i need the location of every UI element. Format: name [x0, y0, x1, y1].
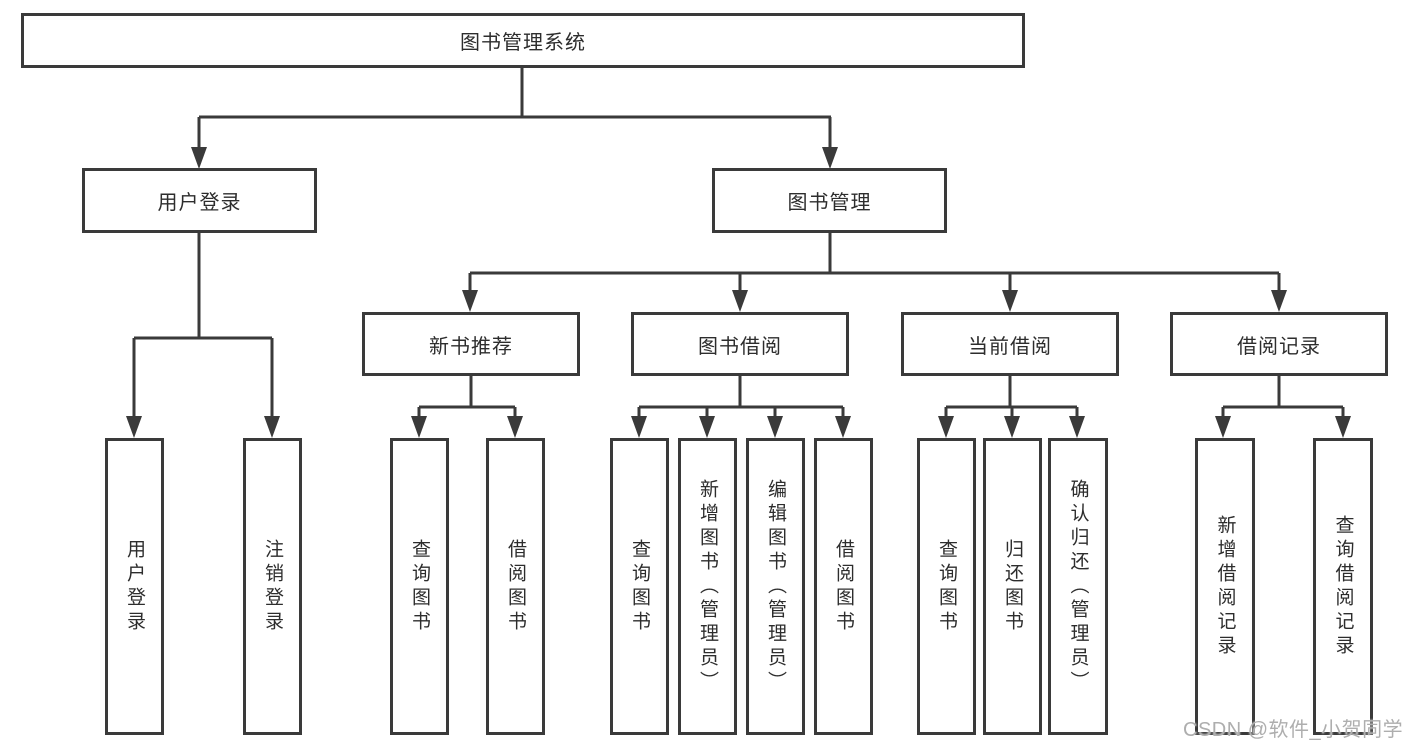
- node-leaf-query-books-2: 查询图书: [610, 438, 669, 735]
- node-label: 借阅记录: [1237, 335, 1321, 358]
- edge-current-borrow-to-leaves: [938, 376, 1085, 438]
- node-leaf-confirm-return-admin: 确认归还（管理员）: [1048, 438, 1108, 735]
- arrowhead-icon: [191, 147, 838, 169]
- node-label: 新书推荐: [429, 335, 513, 358]
- node-label: 注销登录: [262, 538, 283, 635]
- node-user-login-module: 用户登录: [82, 168, 317, 233]
- node-leaf-query-books-3: 查询图书: [917, 438, 976, 735]
- node-leaf-add-books-admin: 新增图书（管理员）: [678, 438, 737, 735]
- node-leaf-query-borrow-record: 查询借阅记录: [1313, 438, 1373, 735]
- node-label: 归还图书: [1002, 538, 1023, 635]
- node-leaf-query-books-1: 查询图书: [390, 438, 449, 735]
- node-label: 新增借阅记录: [1214, 514, 1236, 659]
- node-label: 图书管理: [787, 192, 872, 214]
- node-label: 确认归还（管理员）: [1067, 478, 1089, 695]
- arrowhead-icon: [938, 416, 1085, 438]
- node-borrowing-records: 借阅记录: [1170, 312, 1388, 376]
- node-leaf-return-books: 归还图书: [983, 438, 1042, 735]
- node-leaf-add-borrow-record: 新增借阅记录: [1195, 438, 1255, 735]
- edge-user-login-to-leaves: [126, 233, 280, 438]
- node-label: 查询图书: [409, 538, 430, 635]
- node-label: 借阅图书: [505, 538, 526, 635]
- node-book-borrowing: 图书借阅: [631, 312, 849, 376]
- edge-root-to-level2: [191, 68, 838, 169]
- node-label: 新增图书（管理员）: [697, 478, 718, 695]
- arrowhead-icon: [631, 416, 851, 438]
- node-root-system: 图书管理系统: [21, 13, 1025, 68]
- node-label: 图书借阅: [698, 335, 782, 358]
- node-leaf-edit-books-admin: 编辑图书（管理员）: [746, 438, 805, 735]
- node-label: 查询借阅记录: [1332, 514, 1354, 659]
- edge-borrow-records-to-leaves: [1215, 376, 1351, 438]
- node-leaf-borrow-books-2: 借阅图书: [814, 438, 873, 735]
- node-label: 编辑图书（管理员）: [765, 478, 786, 695]
- node-new-book-recommend: 新书推荐: [362, 312, 580, 376]
- edge-book-borrow-to-leaves: [631, 376, 851, 438]
- arrowhead-icon: [411, 416, 523, 438]
- node-label: 查询图书: [936, 538, 957, 635]
- node-leaf-logout: 注销登录: [243, 438, 302, 735]
- node-label: 用户登录: [157, 192, 242, 214]
- arrowhead-icon: [126, 416, 280, 438]
- node-leaf-user-login: 用户登录: [105, 438, 164, 735]
- node-current-borrowing: 当前借阅: [901, 312, 1119, 376]
- node-leaf-borrow-books-1: 借阅图书: [486, 438, 545, 735]
- arrowhead-icon: [462, 290, 1287, 312]
- node-label: 借阅图书: [833, 538, 854, 635]
- node-label: 查询图书: [629, 538, 650, 635]
- edge-new-books-to-leaves: [411, 376, 523, 438]
- node-label: 用户登录: [124, 538, 145, 635]
- node-label: 当前借阅: [968, 335, 1052, 358]
- node-label: 图书管理系统: [460, 32, 586, 54]
- node-book-management-module: 图书管理: [712, 168, 947, 233]
- edge-book-mgmt-to-level3: [462, 233, 1287, 312]
- arrowhead-icon: [1215, 416, 1351, 438]
